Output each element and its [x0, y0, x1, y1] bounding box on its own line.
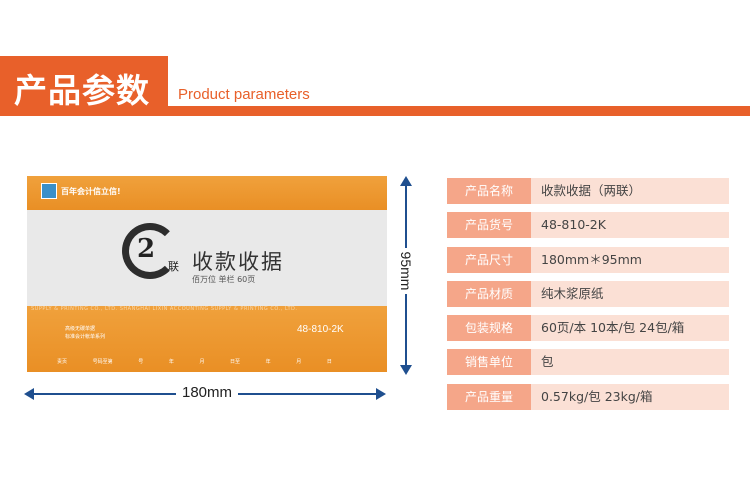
receipt-top-band — [27, 176, 387, 210]
receipt-note: 高级无碳单据 — [65, 326, 96, 332]
section-title: 产品参数 — [14, 71, 150, 110]
param-row: 产品名称 收款收据（两联） — [447, 178, 729, 204]
param-row: 包装规格 60页/本 10本/包 24包/箱 — [447, 315, 729, 342]
receipt-field: 责页 — [57, 359, 68, 365]
arrow-left-icon — [24, 388, 34, 400]
receipt-field: 日 — [326, 359, 332, 365]
receipt-print-line: SUPPLY & PRINTING CO., LTD. SHANGHAI LIX… — [31, 306, 298, 312]
receipt-field: 月 — [296, 359, 302, 365]
receipt-field: 号码至第 — [92, 359, 113, 365]
param-row: 产品货号 48-810-2K — [447, 212, 729, 239]
param-value: 180mm＊95mm — [541, 251, 642, 267]
param-label: 产品材质 — [447, 280, 531, 307]
param-label: 产品重量 — [447, 383, 531, 410]
receipt-fields: 责页 号码至第 号 年 月 日至 年 月 日 — [57, 358, 387, 365]
section-subtitle: Product parameters — [178, 86, 310, 103]
header-block — [0, 56, 168, 116]
param-row: 销售单位 包 — [447, 349, 729, 376]
arrow-up-icon — [400, 176, 412, 186]
receipt-field: 年 — [265, 359, 271, 365]
receipt-copies-suffix: 联 — [168, 260, 179, 273]
param-label: 产品名称 — [447, 178, 531, 204]
param-row: 产品材质 纯木浆原纸 — [447, 280, 729, 307]
param-value: 纯木浆原纸 — [541, 285, 604, 301]
param-value: 0.57kg/包 23kg/箱 — [541, 388, 653, 404]
param-value: 收款收据（两联） — [541, 183, 642, 198]
param-value: 60页/本 10本/包 24包/箱 — [541, 320, 685, 336]
product-image: 百年会计信立信! 2 联 收款收据 佰万位 单栏 60页 SUPPLY & PR… — [27, 176, 387, 372]
receipt-bottom-band — [27, 306, 387, 372]
param-value: 包 — [541, 354, 554, 370]
width-label: 180mm — [176, 384, 239, 401]
arrow-right-icon — [376, 388, 386, 400]
receipt-desc: 佰万位 单栏 60页 — [192, 275, 256, 284]
receipt-field: 月 — [199, 359, 205, 365]
param-label: 包装规格 — [447, 315, 531, 342]
param-label: 产品货号 — [447, 212, 531, 239]
param-row: 产品重量 0.57kg/包 23kg/箱 — [447, 383, 729, 410]
receipt-field: 年 — [168, 359, 174, 365]
arrow-down-icon — [400, 365, 412, 375]
receipt-field: 日至 — [230, 359, 241, 365]
param-label: 产品尺寸 — [447, 246, 531, 273]
receipt-field: 号 — [138, 359, 144, 365]
height-label: 95mm — [397, 248, 415, 294]
param-table: 产品名称 收款收据（两联） 产品货号 48-810-2K 产品尺寸 180mm＊… — [447, 178, 729, 418]
param-row: 产品尺寸 180mm＊95mm — [447, 246, 729, 273]
receipt-copies: 2 — [137, 234, 156, 264]
receipt-slogan: 百年会计信立信! — [61, 187, 121, 196]
receipt-title: 收款收据 — [192, 250, 284, 274]
brush-circle-icon — [122, 223, 178, 279]
param-label: 销售单位 — [447, 349, 531, 376]
header-bar — [0, 106, 750, 116]
receipt-note: 标准会计帐单系列 — [65, 334, 106, 340]
receipt-code: 48-810-2K — [297, 324, 344, 335]
param-value: 48-810-2K — [541, 217, 606, 233]
brand-logo-icon — [41, 183, 57, 199]
